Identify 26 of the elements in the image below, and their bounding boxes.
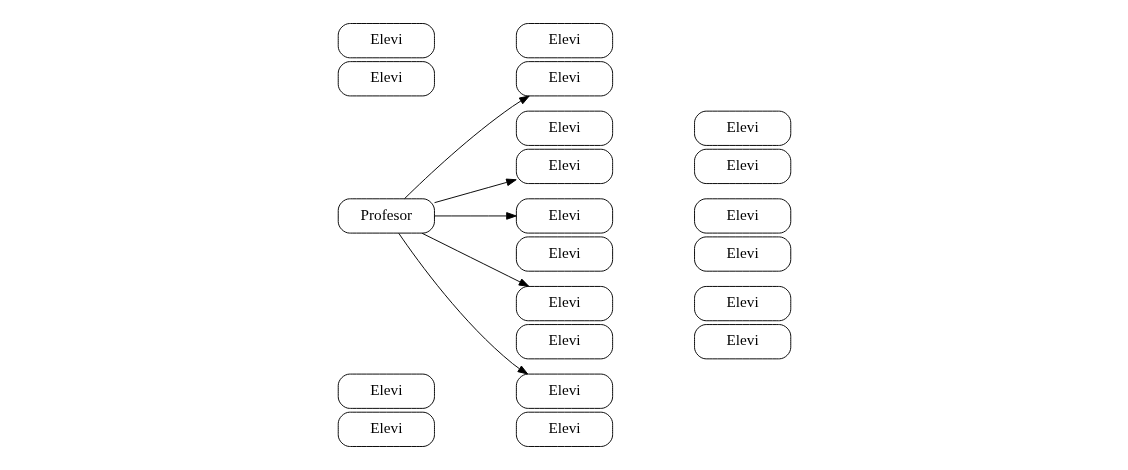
node-box: Elevi <box>515 23 613 59</box>
node-box: Profesor <box>337 198 435 234</box>
node-box: Elevi <box>693 148 791 185</box>
node-box: Elevi <box>693 198 791 234</box>
arrow <box>403 95 530 200</box>
arrow <box>433 212 517 220</box>
node-box: Elevi <box>515 373 613 409</box>
node-box: Elevi <box>515 324 613 360</box>
arrow <box>421 232 529 287</box>
node-box: Elevi <box>515 148 613 185</box>
node-box: Elevi <box>693 324 791 360</box>
node-box: Elevi <box>693 236 791 272</box>
node-box: Elevi <box>515 236 613 272</box>
node-box: Elevi <box>693 285 791 322</box>
node-box: Elevi <box>515 198 613 234</box>
arrow <box>397 232 528 375</box>
node-box: Elevi <box>515 285 613 322</box>
node-box: Elevi <box>693 110 791 146</box>
node-box: Elevi <box>515 110 613 146</box>
node-box: Elevi <box>337 23 435 59</box>
node-box: Elevi <box>337 61 435 97</box>
node-box: Elevi <box>337 373 435 409</box>
node-box: Elevi <box>515 61 613 97</box>
arrow <box>433 178 517 204</box>
node-box: Elevi <box>337 411 435 447</box>
node-box: Elevi <box>515 411 613 447</box>
